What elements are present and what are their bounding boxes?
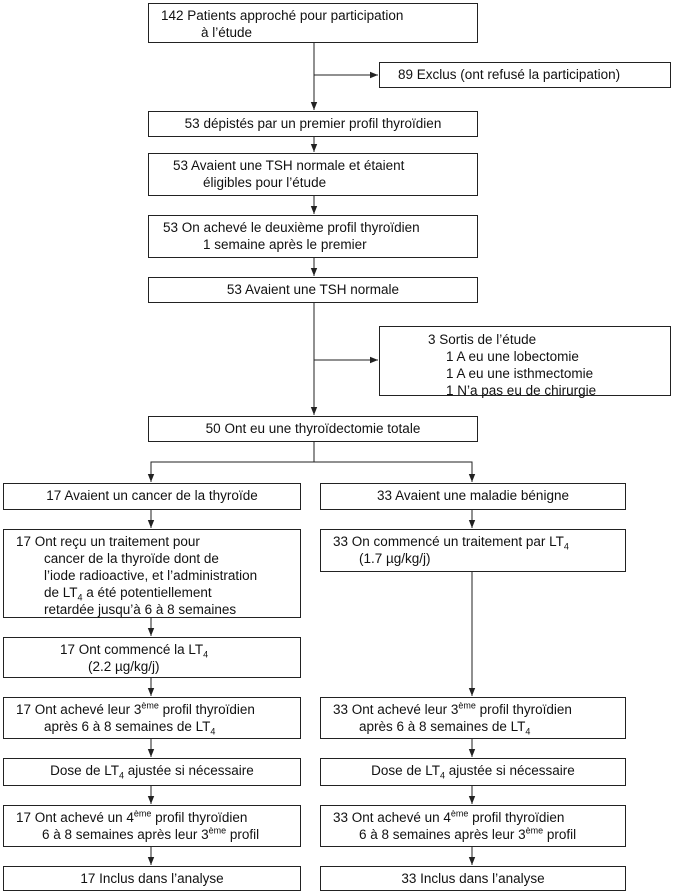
box-approached: 142 Patients approché pour participation… bbox=[148, 3, 478, 43]
withdrawn-title: Sortis de l’étude bbox=[439, 332, 537, 347]
box-left-treatment: 17 Ont reçu un traitement pour cancer de… bbox=[3, 529, 301, 618]
left-cancer-count: 17 bbox=[46, 488, 62, 503]
eligible-text: Avaient une TSH normale et étaient bbox=[191, 158, 405, 173]
box-left-third-profile: 17 Ont achevé leur 3ème profil thyroïdie… bbox=[3, 697, 301, 739]
box-total-thyroidectomy: 50 Ont eu une thyroïdectomie totale bbox=[148, 416, 478, 442]
second-profile-text: On achevé le deuxième profil thyroïdien bbox=[181, 220, 420, 235]
eligible-count: 53 bbox=[173, 158, 189, 173]
screened-count: 53 bbox=[184, 116, 200, 131]
excluded-count: 89 bbox=[398, 67, 414, 82]
withdrawn-item: 1 N’a pas eu de chirurgie bbox=[446, 383, 597, 398]
box-normal-tsh: 53 Avaient une TSH normale bbox=[148, 277, 478, 303]
approached-text-2: à l’étude bbox=[201, 25, 253, 40]
second-profile-text-2: 1 semaine après le premier bbox=[203, 237, 367, 252]
box-left-started-lt4: 17 Ont commencé la LT4 (2.2 µg/kg/j) bbox=[3, 637, 301, 678]
approached-count: 142 bbox=[161, 8, 184, 23]
box-right-third-profile: 33 Ont achevé leur 3ème profil thyroïdie… bbox=[320, 697, 626, 739]
box-right-included: 33 Inclus dans l’analyse bbox=[320, 866, 626, 891]
box-screened: 53 dépistés par un premier profil thyroï… bbox=[148, 111, 478, 137]
box-left-cancer: 17 Avaient un cancer de la thyroïde bbox=[3, 483, 301, 510]
box-second-profile: 53 On achevé le deuxième profil thyroïdi… bbox=[148, 215, 478, 258]
box-right-fourth-profile: 33 Ont achevé un 4ème profil thyroïdien … bbox=[320, 805, 626, 847]
withdrawn-count: 3 bbox=[428, 332, 436, 347]
total-thyroidectomy-text: Ont eu une thyroïdectomie totale bbox=[224, 421, 421, 436]
normal-tsh-count: 53 bbox=[226, 282, 242, 297]
box-eligible: 53 Avaient une TSH normale et étaient él… bbox=[148, 153, 478, 196]
box-excluded: 89 Exclus (ont refusé la participation) bbox=[379, 62, 671, 88]
screened-text: dépistés par un premier profil thyroïdie… bbox=[203, 116, 442, 131]
box-right-benign: 33 Avaient une maladie bénigne bbox=[320, 483, 626, 510]
eligible-text-2: éligibles pour l’étude bbox=[203, 175, 327, 190]
withdrawn-item: 1 A eu une isthmectomie bbox=[446, 366, 594, 381]
box-left-dose: Dose de LT4 ajustée si nécessaire bbox=[3, 758, 301, 786]
box-withdrawn: 3 Sortis de l’étude 1 A eu une lobectomi… bbox=[379, 326, 671, 398]
total-thyroidectomy-count: 50 bbox=[205, 421, 221, 436]
box-right-dose: Dose de LT4 ajustée si nécessaire bbox=[320, 758, 626, 786]
split-connector-right bbox=[314, 461, 476, 482]
excluded-text: Exclus (ont refusé la participation) bbox=[416, 67, 621, 82]
withdrawn-item: 1 A eu une lobectomie bbox=[446, 349, 579, 364]
normal-tsh-text: Avaient une TSH normale bbox=[244, 282, 400, 297]
box-right-started-lt4: 33 On commencé un traitement par LT4 (1.… bbox=[320, 529, 626, 572]
split-connector bbox=[147, 442, 315, 482]
right-benign-count: 33 bbox=[377, 488, 393, 503]
right-benign-text: Avaient une maladie bénigne bbox=[395, 488, 569, 503]
box-left-fourth-profile: 17 Ont achevé un 4ème profil thyroïdien … bbox=[3, 805, 301, 847]
second-profile-count: 53 bbox=[163, 220, 179, 235]
approached-text: Patients approché pour participation bbox=[187, 8, 404, 23]
left-cancer-text: Avaient un cancer de la thyroïde bbox=[64, 488, 258, 503]
box-left-included: 17 Inclus dans l’analyse bbox=[3, 866, 301, 891]
